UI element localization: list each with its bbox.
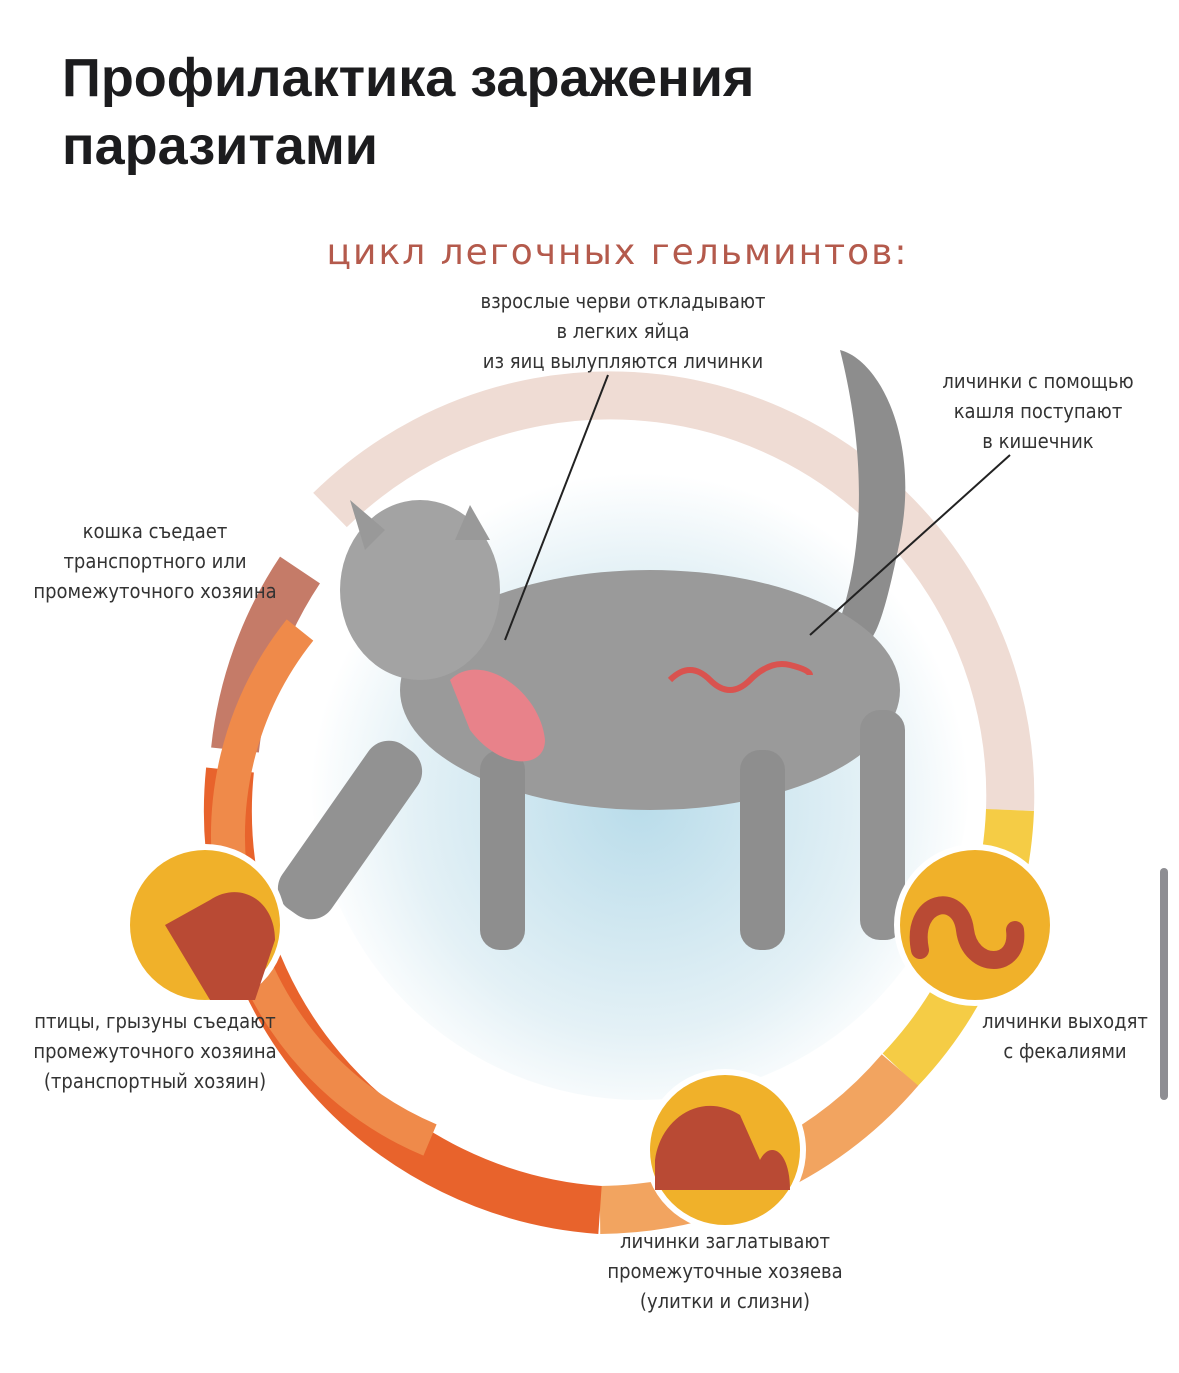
label-line: с фекалиями bbox=[1003, 1039, 1127, 1063]
lung-icon bbox=[450, 669, 545, 762]
label-line: личинки заглатывают bbox=[619, 1229, 831, 1253]
intestine-icon bbox=[667, 661, 813, 693]
label-cat-eats: кошка съедает транспортного или промежут… bbox=[5, 516, 305, 606]
label-line: промежуточного хозяина bbox=[33, 579, 277, 603]
label-line: взрослые черви откладывают bbox=[480, 289, 766, 313]
page-title: Профилактика заражения паразитами bbox=[62, 48, 755, 176]
cycle-subtitle: цикл легочных гельминтов: bbox=[326, 232, 909, 273]
label-line: птицы, грызуны съедают bbox=[34, 1009, 276, 1033]
cycle-diagram bbox=[124, 350, 1056, 1234]
label-line: транспортного или bbox=[63, 549, 247, 573]
label-line: в кишечник bbox=[982, 429, 1094, 453]
label-line: (транспортный хозяин) bbox=[43, 1069, 267, 1093]
label-line: (улитки и слизни) bbox=[639, 1289, 811, 1313]
label-feces: личинки выходят с фекалиями bbox=[960, 1006, 1170, 1066]
worm-icon bbox=[909, 896, 1025, 969]
label-snails: личинки заглатывают промежуточные хозяев… bbox=[570, 1226, 880, 1316]
label-birds: птицы, грызуны съедают промежуточного хо… bbox=[5, 1006, 305, 1096]
scrollbar[interactable] bbox=[1160, 868, 1168, 1100]
label-line: личинки выходят bbox=[982, 1009, 1148, 1033]
label-line: в легких яйца bbox=[556, 319, 690, 343]
label-cough: личинки с помощью кашля поступают в кише… bbox=[918, 366, 1158, 456]
label-line: из яиц вылупляются личинки bbox=[482, 349, 764, 373]
snail-icon bbox=[655, 1105, 790, 1190]
bird-icon bbox=[165, 892, 275, 1000]
label-line: кошка съедает bbox=[82, 519, 228, 543]
snail-circle bbox=[644, 1069, 806, 1231]
label-line: кашля поступают bbox=[953, 399, 1123, 423]
label-line: промежуточные хозяева bbox=[607, 1259, 843, 1283]
cat-illustration bbox=[277, 350, 1011, 950]
ring-arc-pink bbox=[313, 371, 1035, 811]
bird-circle bbox=[124, 844, 286, 1006]
lungworm-cycle-infographic: цикл легочных гельминтов: взрослые черви… bbox=[0, 210, 1179, 1340]
label-line: личинки с помощью bbox=[942, 369, 1134, 393]
label-line: промежуточного хозяина bbox=[33, 1039, 277, 1063]
worm-circle bbox=[894, 844, 1056, 1006]
label-adult-worms: взрослые черви откладывают в легких яйца… bbox=[448, 286, 798, 376]
